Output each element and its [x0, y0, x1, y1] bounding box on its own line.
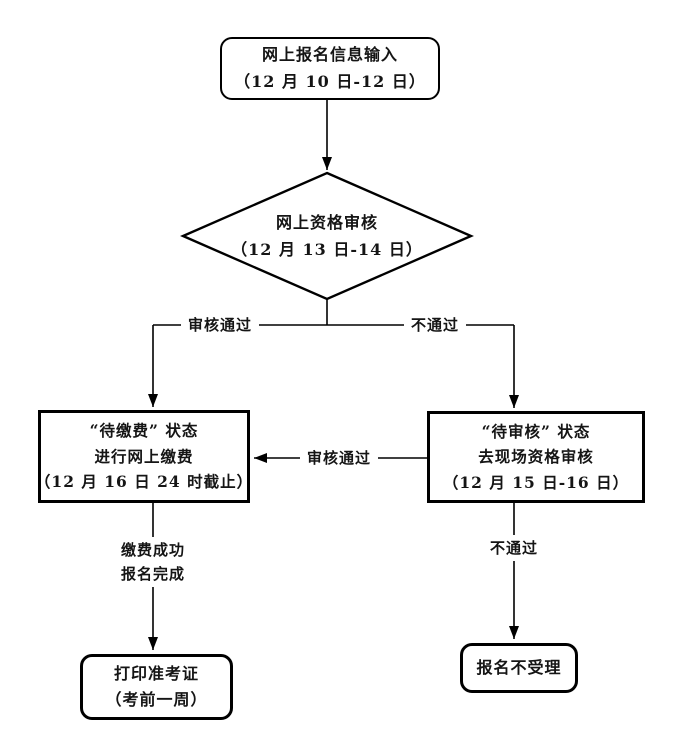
node-start-line1: 网上报名信息输入	[261, 45, 398, 65]
node-onsite-line2: 去现场资格审核	[478, 447, 594, 467]
edge-label-paid: 缴费成功 报名完成	[113, 537, 193, 587]
node-start: 网上报名信息输入 （12 月 10 日-12 日）	[220, 37, 440, 100]
node-pay-line2: 进行网上缴费	[94, 446, 194, 466]
node-print-line2: （考前一周）	[105, 690, 208, 709]
node-pay-line1: “待缴费” 状态	[89, 421, 199, 441]
node-onsite: “待审核” 状态 去现场资格审核 （12 月 15 日-16 日）	[427, 411, 645, 503]
edge-label-pass-onsite: 审核通过	[299, 445, 379, 471]
edge-label-fail: 不通过	[403, 312, 467, 338]
edge-label-paid-line2: 报名完成	[120, 565, 186, 583]
node-onsite-line3: （12 月 15 日-16 日）	[442, 472, 630, 492]
node-print: 打印准考证 （考前一周）	[80, 654, 233, 720]
node-print-line1: 打印准考证	[113, 663, 199, 683]
edge-label-paid-line1: 缴费成功	[120, 541, 186, 559]
edge-label-pass: 审核通过	[180, 312, 260, 338]
node-pay-line3: （12 月 16 日 24 时截止）	[34, 472, 254, 492]
edge-label-fail-reject: 不通过	[482, 535, 546, 561]
node-pay: “待缴费” 状态 进行网上缴费 （12 月 16 日 24 时截止）	[34, 410, 254, 503]
node-reject-line1: 报名不受理	[476, 657, 562, 677]
node-review-line1: 网上资格审核	[275, 212, 379, 232]
node-review: 网上资格审核 （12 月 13 日-14 日）	[231, 209, 423, 263]
node-review-line2: （12 月 13 日-14 日）	[231, 240, 423, 259]
node-onsite-line1: “待审核” 状态	[481, 421, 591, 441]
node-start-line2: （12 月 10 日-12 日）	[234, 71, 426, 91]
node-reject: 报名不受理	[460, 643, 578, 693]
